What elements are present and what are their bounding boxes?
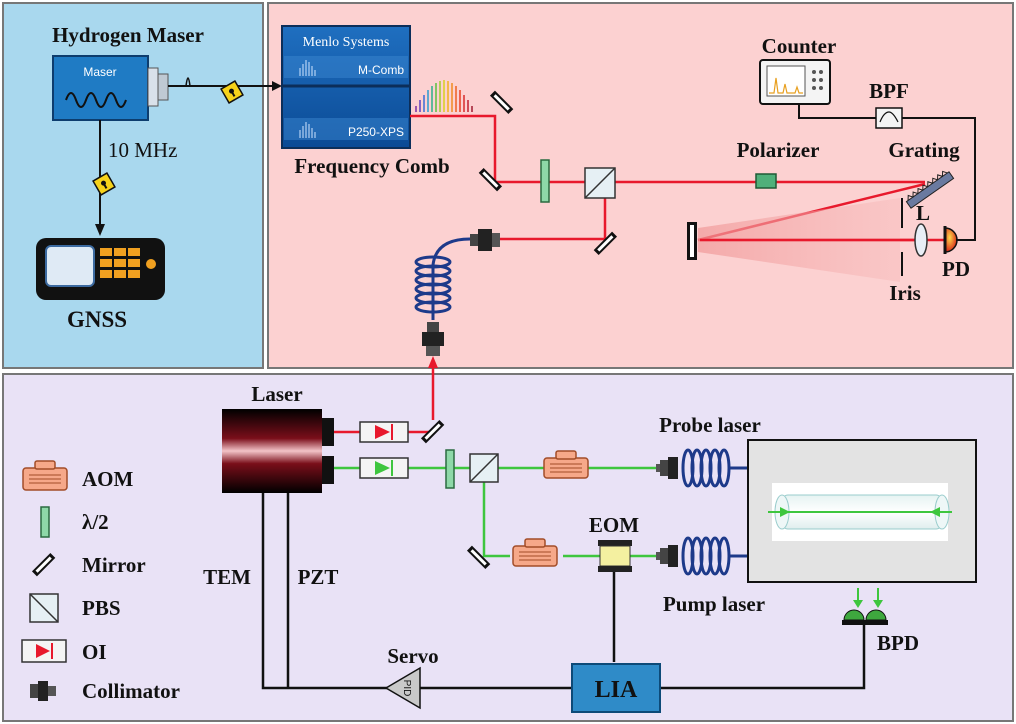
iris-label: Iris bbox=[889, 281, 921, 305]
pump-laser-label: Pump laser bbox=[663, 592, 765, 616]
maser-device: Maser bbox=[52, 55, 169, 121]
tem-label: TEM bbox=[203, 565, 251, 589]
arrow-head-icon bbox=[272, 81, 282, 91]
mirror-icon bbox=[687, 222, 697, 260]
bpd-icon bbox=[842, 588, 888, 625]
mirror-icon bbox=[466, 545, 491, 570]
mirror-icon bbox=[420, 419, 445, 444]
legend-label-oi: OI bbox=[82, 640, 107, 664]
frequency-comb-label: Frequency Comb bbox=[294, 154, 449, 178]
aom-icon bbox=[22, 460, 68, 491]
hydrogen-maser-title: Hydrogen Maser bbox=[52, 23, 204, 47]
collimator-icon bbox=[422, 322, 444, 356]
mirror-icon bbox=[593, 231, 618, 256]
half-wave-plate-icon bbox=[40, 506, 50, 538]
pbs-icon bbox=[469, 453, 499, 483]
counter-instrument bbox=[759, 59, 831, 105]
fiber-coil-loops bbox=[681, 448, 748, 488]
optical-isolator-icon bbox=[359, 421, 409, 443]
maser-label: Maser bbox=[83, 65, 116, 79]
bpf-to-counter-cable bbox=[798, 103, 876, 119]
laser-label: Laser bbox=[251, 382, 302, 406]
legend-label-aom: AOM bbox=[82, 467, 134, 491]
eom-label: EOM bbox=[589, 513, 639, 537]
legend-label-mirror: Mirror bbox=[82, 553, 146, 577]
ten-mhz-label: 10 MHz bbox=[108, 138, 177, 162]
sine-wave-icon bbox=[65, 92, 127, 108]
spectrum-icon bbox=[299, 60, 316, 138]
grating-icon bbox=[905, 170, 955, 209]
m-comb-label: M-Comb bbox=[358, 63, 404, 77]
polarizer-label: Polarizer bbox=[737, 138, 820, 162]
aom-icon bbox=[512, 538, 558, 567]
mirror-icon bbox=[489, 90, 514, 115]
grating-label: Grating bbox=[888, 138, 960, 162]
optical-isolator-icon bbox=[359, 457, 409, 479]
pbs-icon bbox=[584, 167, 616, 199]
lens-icon bbox=[914, 223, 928, 257]
collimator-icon bbox=[656, 545, 678, 567]
legend-label-pbs: PBS bbox=[82, 596, 121, 620]
arrow-head-icon bbox=[428, 356, 438, 368]
servo-label: Servo bbox=[387, 644, 438, 668]
menlo-systems-label: Menlo Systems bbox=[303, 35, 390, 50]
lia-label: LIA bbox=[595, 677, 638, 703]
half-wave-plate-icon bbox=[540, 159, 550, 203]
p250-xps-label: P250-XPS bbox=[348, 125, 404, 139]
bpf-label: BPF bbox=[869, 79, 909, 103]
comb-spectrum-icon bbox=[415, 80, 473, 112]
collimator-icon bbox=[656, 457, 678, 479]
half-wave-plate-icon bbox=[445, 449, 455, 489]
arrow-head-icon bbox=[95, 224, 105, 236]
mirror-icon bbox=[31, 552, 56, 577]
pd-label: PD bbox=[942, 257, 970, 281]
optical-isolator-icon bbox=[21, 639, 67, 663]
polarizer-icon bbox=[755, 173, 777, 189]
lens-label: L bbox=[916, 201, 930, 225]
legend: AOM λ/2 Mirror PBS OI Collimator bbox=[21, 460, 180, 703]
pd-to-bpf-cable bbox=[902, 117, 976, 241]
lock-icon bbox=[92, 172, 116, 196]
bpd-label: BPD bbox=[877, 631, 919, 655]
pulse-icon bbox=[176, 77, 200, 87]
legend-label-collimator: Collimator bbox=[82, 679, 180, 703]
aom-icon bbox=[543, 450, 589, 479]
eom-icon bbox=[598, 540, 632, 572]
pbs-icon bbox=[29, 593, 59, 623]
collimator-icon bbox=[30, 681, 56, 701]
photodiode-icon bbox=[943, 226, 958, 254]
bpf-icon bbox=[875, 107, 903, 129]
fiber-coil-loops bbox=[681, 536, 748, 576]
probe-laser-label: Probe laser bbox=[659, 413, 761, 437]
frequency-comb-device: Menlo Systems M-Comb P250-XPS bbox=[281, 25, 411, 149]
collimator-icon bbox=[470, 229, 500, 251]
legend-label-half-wave-plate: λ/2 bbox=[82, 510, 109, 534]
gnss-label: GNSS bbox=[67, 307, 127, 332]
pzt-label: PZT bbox=[298, 565, 339, 589]
laser-device bbox=[222, 409, 334, 493]
control-wiring bbox=[261, 493, 866, 690]
pid-label: PID bbox=[401, 680, 412, 697]
mirror-icon bbox=[478, 167, 503, 192]
counter-label: Counter bbox=[762, 34, 837, 58]
gnss-receiver bbox=[36, 238, 165, 300]
fiber-coil-loops bbox=[414, 255, 452, 314]
servo-pid-icon: PID bbox=[384, 666, 421, 710]
lia-box: LIA bbox=[571, 663, 661, 713]
lock-icon bbox=[220, 80, 244, 104]
vapor-cell-chamber bbox=[747, 439, 977, 583]
